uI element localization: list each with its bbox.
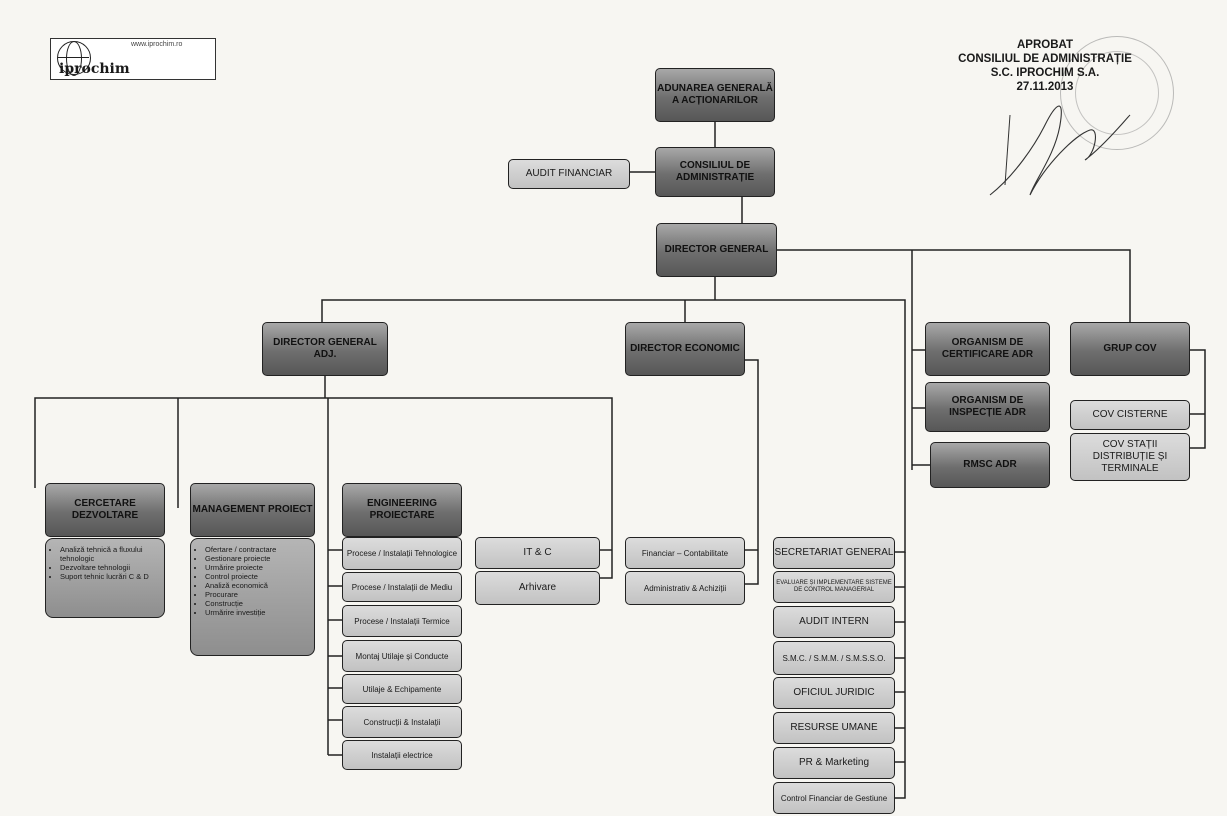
list-item: Procurare [205,590,310,599]
engineering-item: Utilaje & Echipamente [342,674,462,704]
logo-brand: iprochim [59,61,130,77]
engineering-item: Procese / Instalații Tehnologice [342,537,462,570]
node-management-proiect: MANAGEMENT PROIECT [190,483,315,537]
management-activities-list: Ofertare / contractare Gestionare proiec… [190,538,315,656]
list-item: Analiză tehnică a fluxului tehnologic [60,545,160,563]
list-item: Urmărire investiție [205,608,310,617]
node-pr-marketing: PR & Marketing [773,747,895,779]
node-aga: ADUNAREA GENERALĂ A ACȚIONARILOR [655,68,775,122]
cercetare-activities-list: Analiză tehnică a fluxului tehnologic De… [45,538,165,618]
list-item: Urmărire proiecte [205,563,310,572]
node-financiar-contabilitate: Financiar – Contabilitate [625,537,745,569]
node-it-c: IT & C [475,537,600,569]
approval-date: 27.11.2013 [1016,81,1074,93]
node-smc-smm-smsso: S.M.C. / S.M.M. / S.M.S.S.O. [773,641,895,675]
company-logo: iprochim www.iprochim.ro [50,38,216,80]
node-director-general: DIRECTOR GENERAL [656,223,777,277]
engineering-item: Instalații electrice [342,740,462,770]
list-item: Dezvoltare tehnologii [60,563,160,572]
list-item: Analiză economică [205,581,310,590]
node-cov-statii: COV STAȚII DISTRIBUȚIE ȘI TERMINALE [1070,433,1190,481]
node-director-general-adj: DIRECTOR GENERAL ADJ. [262,322,388,376]
engineering-item: Montaj Utilaje și Conducte [342,640,462,672]
node-engineering-proiectare: ENGINEERING PROIECTARE [342,483,462,537]
node-audit-intern: AUDIT INTERN [773,606,895,638]
engineering-item: Procese / Instalații Termice [342,605,462,637]
list-item: Gestionare proiecte [205,554,310,563]
node-sisteme-control-managerial: EVALUARE ȘI IMPLEMENTARE SISTEME DE CONT… [773,571,895,603]
node-resurse-umane: RESURSE UMANE [773,712,895,744]
node-administrativ-achizitii: Administrativ & Achiziții [625,571,745,605]
node-secretariat-general: SECRETARIAT GENERAL [773,537,895,569]
company-stamp [1060,36,1174,150]
globe-icon [57,41,91,76]
list-item: Ofertare / contractare [205,545,310,554]
list-item: Control proiecte [205,572,310,581]
node-arhivare: Arhivare [475,571,600,605]
node-organism-inspectie: ORGANISM DE INSPECȚIE ADR [925,382,1050,432]
logo-url: www.iprochim.ro [131,41,183,48]
node-director-economic: DIRECTOR ECONOMIC [625,322,745,376]
node-rmsc-adr: RMSC ADR [930,442,1050,488]
list-item: Suport tehnic lucrări C & D [60,572,160,581]
engineering-item: Construcții & Instalații [342,706,462,738]
node-consiliu-administratie: CONSILIUL DE ADMINISTRAȚIE [655,147,775,197]
approval-title: APROBAT [1016,39,1073,51]
engineering-item: Procese / Instalații de Mediu [342,572,462,602]
node-audit-financiar: AUDIT FINANCIAR [508,159,630,189]
approval-board: CONSILIUL DE ADMINISTRAȚIE [958,53,1132,65]
node-organism-certificare: ORGANISM DE CERTIFICARE ADR [925,322,1050,376]
node-grup-cov: GRUP COV [1070,322,1190,376]
approval-company: S.C. IPROCHIM S.A. [990,67,1100,79]
node-cercetare-dezvoltare: CERCETARE DEZVOLTARE [45,483,165,537]
signature [989,105,1131,196]
list-item: Construcție [205,599,310,608]
node-control-financiar: Control Financiar de Gestiune [773,782,895,814]
node-oficiul-juridic: OFICIUL JURIDIC [773,677,895,709]
approval-block: APROBAT CONSILIUL DE ADMINISTRAȚIE S.C. … [905,38,1185,94]
node-cov-cisterne: COV CISTERNE [1070,400,1190,430]
